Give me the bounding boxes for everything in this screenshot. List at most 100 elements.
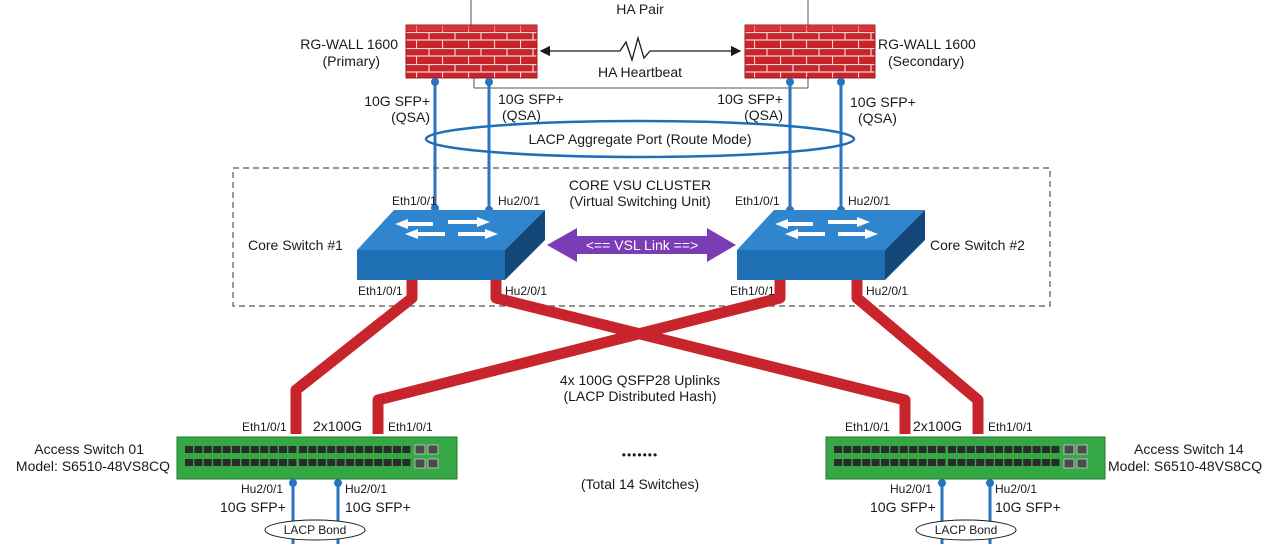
core-cluster-title: CORE VSU CLUSTER (Virtual Switching Unit…: [540, 177, 740, 209]
access-total-label: (Total 14 Switches): [580, 476, 700, 492]
switch-port: [308, 459, 317, 466]
sfp-port: [1063, 458, 1075, 469]
uplinks-label: 4x 100G QSFP28 Uplinks (LACP Distributed…: [530, 372, 750, 404]
firewall-primary-label: RG-WALL 1600 (Primary): [258, 36, 398, 70]
as01-label: Access Switch 01 Model: S6510-48VS8CQ: [0, 441, 170, 475]
uplink-cs2-eth-to-as01: [372, 280, 786, 434]
as01-speed: 2x100G: [313, 418, 363, 434]
switch-port: [890, 446, 899, 453]
switch-port: [346, 459, 354, 466]
access-uplinks: [290, 280, 984, 434]
firewall-secondary-role: (Secondary): [888, 53, 965, 69]
switch-port: [1004, 459, 1013, 466]
cs2-port-bottom-left: Eth1/0/1: [730, 284, 775, 298]
switch-port: [976, 446, 985, 453]
as01-port-right: Eth1/0/1: [388, 420, 433, 434]
switch-port: [909, 459, 918, 466]
switch-port: [299, 446, 307, 453]
as14-model: Model: S6510-48VS8CQ: [1108, 458, 1263, 474]
core-switch-1-label: Core Switch #1: [248, 237, 343, 253]
as14-port-left: Eth1/0/1: [845, 420, 890, 434]
switch-port: [327, 459, 336, 466]
ha-pair-label: HA Pair: [616, 1, 664, 17]
switch-port: [374, 459, 383, 466]
switch-port: [308, 446, 317, 453]
fw2-right-link-qsa: (QSA): [858, 110, 897, 126]
firewall-primary-model: RG-WALL 1600: [300, 36, 398, 52]
switch-port: [185, 459, 193, 466]
firewall-primary-role: (Primary): [322, 53, 380, 69]
vsl-link-arrow: [547, 228, 736, 262]
switch-port: [1004, 446, 1013, 453]
switch-port: [918, 446, 927, 453]
as14-speed: 2x100G: [913, 418, 963, 434]
switch-port: [899, 446, 908, 453]
fw1-left-link-label: 10G SFP+ (QSA): [340, 93, 430, 125]
switch-port: [1013, 446, 1022, 453]
sfp-port: [427, 444, 439, 455]
ha-pair-bracket: [470, 0, 809, 28]
as01-port-left: Eth1/0/1: [242, 420, 287, 434]
switch-port: [355, 459, 364, 466]
switch-port: [928, 459, 936, 466]
switch-port: [269, 459, 278, 466]
firewall-secondary-label: RG-WALL 1600 (Secondary): [878, 36, 1018, 70]
uplink-cs1-hu-to-as14: [490, 280, 911, 434]
switch-port: [222, 459, 231, 466]
switch-port: [1023, 446, 1032, 453]
switch-port: [937, 459, 946, 466]
sfp-port: [1076, 444, 1088, 455]
switch-port: [288, 446, 297, 453]
switch-port: [995, 459, 1003, 466]
switch-port: [213, 446, 222, 453]
as14-down-right-speed: 10G SFP+: [995, 499, 1061, 515]
switch-port: [194, 446, 203, 453]
switch-port: [843, 459, 852, 466]
as14-name: Access Switch 14: [1134, 441, 1244, 457]
switch-port: [881, 446, 889, 453]
lacp-aggregate-ellipse: [424, 119, 856, 159]
switch-port: [834, 446, 842, 453]
switch-port: [317, 459, 326, 466]
as01-name: Access Switch 01: [34, 441, 144, 457]
uplinks-label-line2: (LACP Distributed Hash): [563, 388, 717, 404]
switch-port: [909, 446, 918, 453]
as01-down-right-port: Hu2/0/1: [345, 482, 388, 496]
uplink-cs2-hu-to-as14: [851, 280, 984, 434]
uplinks-label-line1: 4x 100G QSFP28 Uplinks: [559, 372, 721, 388]
switch-port: [327, 446, 336, 453]
switch-port: [364, 446, 373, 453]
switch-port: [1051, 459, 1060, 466]
firewall-secondary-model: RG-WALL 1600: [878, 36, 976, 52]
switch-port: [269, 446, 278, 453]
access-ellipsis: •••••••: [621, 448, 659, 462]
fw2-right-link-label: 10G SFP+ (QSA): [850, 94, 940, 126]
sfp-port: [414, 458, 426, 469]
cs1-port-top-right: Hu2/0/1: [498, 194, 541, 208]
switch-port: [1051, 446, 1060, 453]
switch-port: [279, 459, 287, 466]
fw2-right-link-type: 10G SFP+: [850, 94, 916, 110]
switch-port: [374, 446, 383, 453]
as14-down-left-port: Hu2/0/1: [890, 482, 933, 496]
switch-port: [918, 459, 927, 466]
fw1-left-link-type: 10G SFP+: [364, 93, 430, 109]
as14-lacp-bond-ellipse: [915, 519, 1017, 541]
switch-port: [948, 459, 956, 466]
switch-port: [871, 459, 880, 466]
core-cluster-subtitle: (Virtual Switching Unit): [569, 193, 711, 209]
switch-port: [957, 459, 966, 466]
fw1-right-link-qsa: (QSA): [502, 107, 541, 123]
as01-down-right-speed: 10G SFP+: [345, 499, 411, 515]
switch-port: [402, 446, 411, 453]
as01-lacp-bond-ellipse: [264, 519, 366, 541]
switch-port: [250, 459, 259, 466]
switch-port: [260, 459, 269, 466]
uplink-cs1-eth-to-as01: [290, 280, 418, 434]
switch-port: [871, 446, 880, 453]
ha-heartbeat-link: [539, 35, 742, 63]
switch-port: [383, 459, 392, 466]
access-switch-01: [176, 436, 458, 480]
switch-port: [279, 446, 287, 453]
